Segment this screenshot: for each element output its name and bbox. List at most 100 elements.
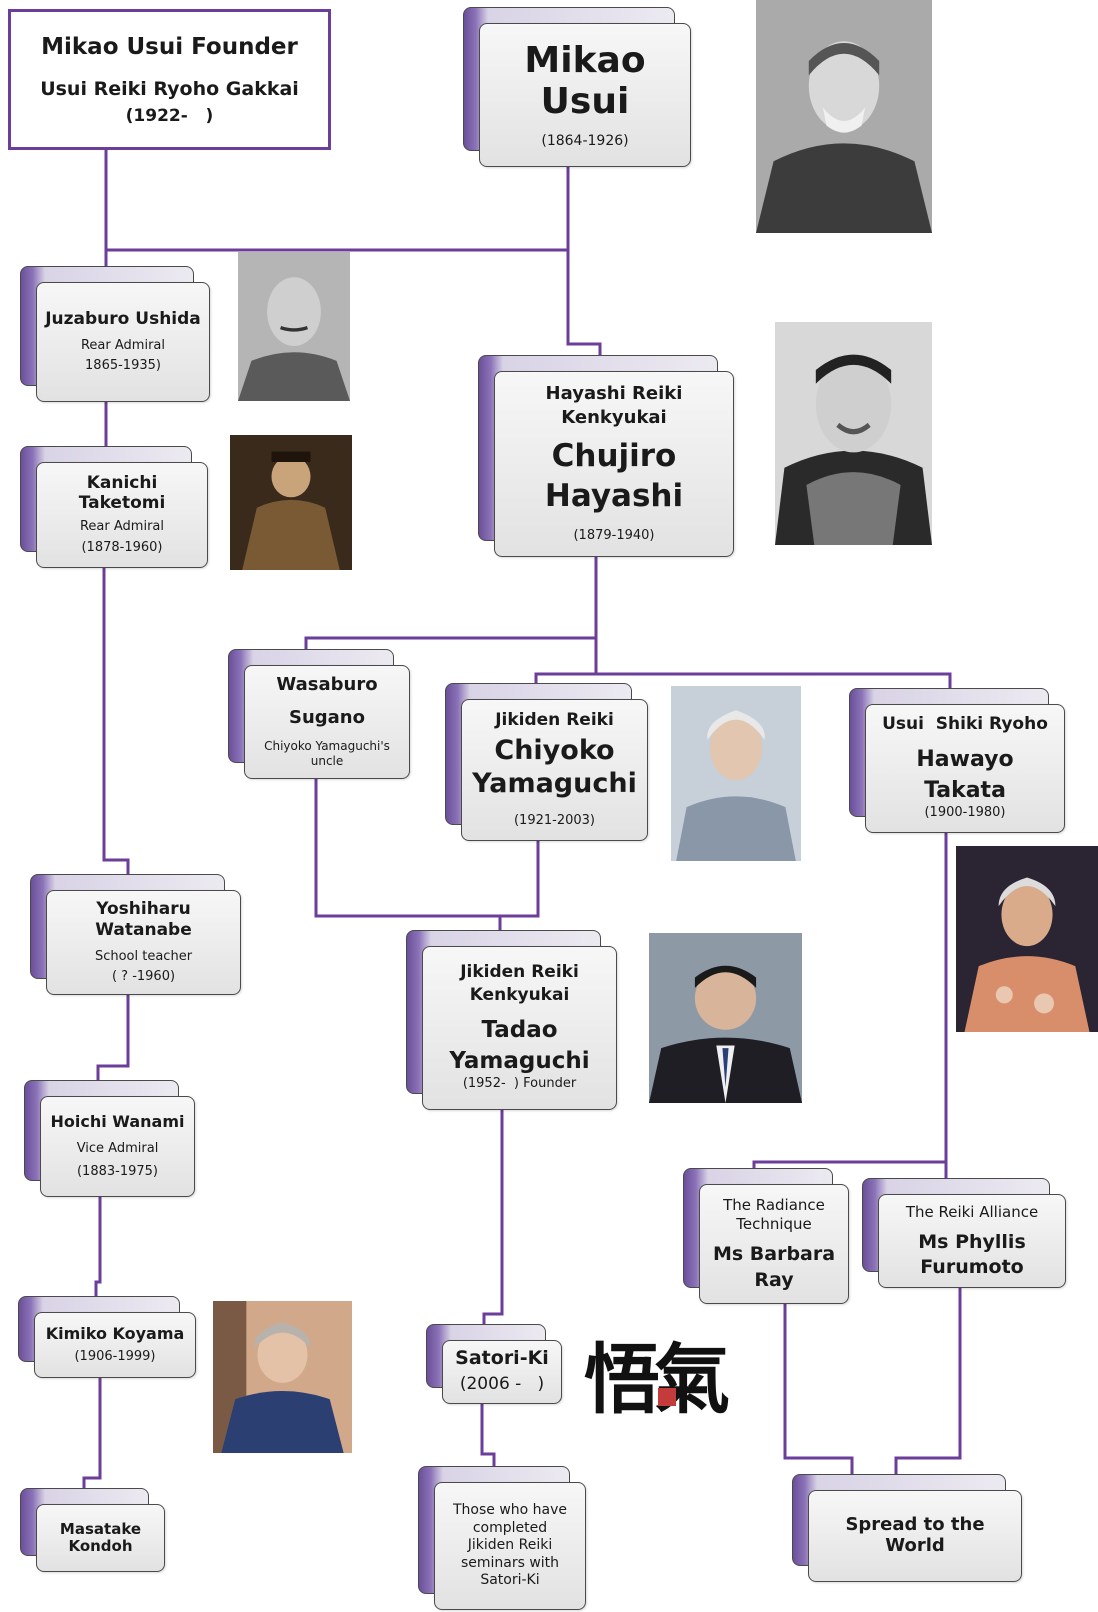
satori-years: (2006 - ) [459,1374,545,1395]
founder-org: Usui Reiki Ryoho Gakkai [40,77,299,100]
hayashi-name-line1: Chujiro [551,437,677,474]
node-satori-ki: Satori-Ki (2006 - ) [426,1324,562,1404]
sugano-note-line2: uncle [310,753,344,768]
photo-chiyoko-yamaguchi [671,686,801,861]
node-chujiro-hayashi: Hayashi Reiki Kenkyukai Chujiro Hayashi … [478,355,734,557]
chiyoko-org: Jikiden Reiki [495,710,614,731]
tadao-org-line2: Kenkyukai [469,984,570,1005]
sugano-name-line2: Sugano [289,707,365,728]
watanabe-name-line2: Watanabe [95,920,192,941]
photo-tadao-yamaguchi [649,933,802,1103]
wanami-name: Hoichi Wanami [50,1112,185,1132]
red-seal-stamp [658,1388,676,1406]
connector-hayashi-chiyoko [534,638,598,684]
taketomi-name-line2: Taketomi [78,492,166,513]
connector-hayashi-takata [596,672,952,688]
completed-line3: Jikiden Reiki [467,1537,553,1554]
completed-line2: completed [472,1519,548,1536]
watanabe-role: School teacher [94,948,193,964]
ray-name-line1: Ms Barbara [712,1242,836,1265]
node-barbara-ray: The Radiance Technique Ms Barbara Ray [683,1168,849,1304]
taketomi-name-line1: Kanichi [86,473,158,494]
satori-ki-calligraphy: 悟氣 [584,1318,730,1428]
ushida-years: 1865-1935) [85,357,161,373]
photo-chujiro-hayashi [775,322,932,545]
kondoh-name-line1: Masatake [59,1519,142,1538]
connector-usui-hayashi [566,250,602,356]
usui-years: (1864-1926) [541,132,629,149]
photo-juzaburo-ushida [238,252,350,401]
connector-founder-usui [104,150,570,252]
takata-name-line1: Hawayo [916,746,1014,772]
photo-mikao-usui [756,0,932,233]
ushida-name: Juzaburo Ushida [45,308,201,329]
node-chiyoko-yamaguchi: Jikiden Reiki Chiyoko Yamaguchi (1921-20… [445,683,648,841]
node-yoshiharu-watanabe: Yoshiharu Watanabe School teacher ( ? -1… [30,874,241,995]
connector-hayashi-children [304,555,598,650]
connector-satori-completed [480,1400,496,1466]
connector-koyama-kondoh [82,1376,102,1490]
tadao-name-line2: Yamaguchi [449,1047,590,1074]
node-wasaburo-sugano: Wasaburo Sugano Chiyoko Yamaguchi's uncl… [228,649,410,779]
connector-watanabe-wanami [96,992,130,1080]
connector-wanami-koyama [94,1192,102,1296]
furumoto-name-line1: Ms Phyllis [918,1230,1026,1253]
tadao-org-line1: Jikiden Reiki [460,962,579,983]
kondoh-name-line2: Kondoh [68,1537,133,1555]
takata-name-line2: Takata [924,778,1006,804]
sugano-note-line1: Chiyoko Yamaguchi's [264,738,390,753]
taketomi-years: (1878-1960) [81,539,163,555]
furumoto-name-line2: Furumoto [920,1256,1024,1279]
connector-tadao-satori [482,1106,504,1326]
ray-name-line2: Ray [754,1268,794,1291]
hayashi-org-line2: Kenkyukai [561,407,667,429]
photo-kanichi-taketomi [230,435,352,570]
node-kanichi-taketomi: Kanichi Taketomi Rear Admiral (1878-1960… [20,446,208,568]
node-completed-seminars: Those who have completed Jikiden Reiki s… [418,1466,586,1610]
completed-line5: Satori-Ki [480,1572,540,1589]
connector-furumoto-world [894,1285,962,1474]
wanami-role: Vice Admiral [76,1141,159,1157]
photo-kimiko-koyama [213,1301,352,1453]
taketomi-role: Rear Admiral [79,519,164,535]
calligraphy-text: 悟氣 [584,1335,730,1424]
watanabe-name-line1: Yoshiharu [96,898,191,919]
watanabe-years: ( ? -1960) [111,969,176,985]
photo-hawayo-takata [956,846,1098,1032]
completed-line4: seminars with [460,1554,560,1571]
connector-taketomi-watanabe [102,566,130,874]
hayashi-name-line2: Hayashi [544,477,684,514]
hayashi-org-line1: Hayashi Reiki [545,382,683,404]
connector-ray-world [783,1302,854,1474]
sugano-name-line1: Wasaburo [276,674,378,696]
connector-sugano-tadao [314,776,540,918]
chiyoko-name-line1: Chiyoko [494,734,615,766]
koyama-years: (1906-1999) [74,1349,156,1365]
node-phyllis-furumoto: The Reiki Alliance Ms Phyllis Furumoto [862,1178,1066,1288]
founder-title: Mikao Usui Founder [41,33,298,60]
ray-org-line2: Technique [736,1215,812,1234]
founder-gakkai-box: Mikao Usui Founder Usui Reiki Ryoho Gakk… [8,9,331,150]
tadao-years: (1952- ) Founder [462,1076,577,1092]
node-hawayo-takata: Usui Shiki Ryoho Hawayo Takata (1900-198… [849,688,1065,833]
node-tadao-yamaguchi: Jikiden Reiki Kenkyukai Tadao Yamaguchi … [406,930,617,1110]
furumoto-org: The Reiki Alliance [905,1202,1039,1221]
hayashi-years: (1879-1940) [573,528,655,544]
node-juzaburo-ushida: Juzaburo Ushida Rear Admiral 1865-1935) [20,266,210,402]
takata-org: Usui Shiki Ryoho [882,714,1048,735]
usui-name-line1: Mikao [524,39,646,81]
connector-takata-branch [752,830,948,1172]
node-masatake-kondoh: Masatake Kondoh [20,1488,165,1572]
takata-years: (1900-1980) [924,805,1006,821]
ray-org-line1: The Radiance [723,1196,825,1215]
usui-name-line2: Usui [540,81,630,123]
node-hoichi-wanami: Hoichi Wanami Vice Admiral (1883-1975) [24,1080,195,1197]
node-spread-to-world: Spread to the World [792,1474,1022,1582]
ushida-role: Rear Admiral [80,337,165,353]
wanami-years: (1883-1975) [76,1163,158,1179]
world-label: Spread to the World [845,1514,985,1556]
node-mikao-usui: Mikao Usui (1864-1926) [463,7,691,167]
chiyoko-name-line2: Yamaguchi [472,767,637,799]
chiyoko-years: (1921-2003) [513,812,595,828]
